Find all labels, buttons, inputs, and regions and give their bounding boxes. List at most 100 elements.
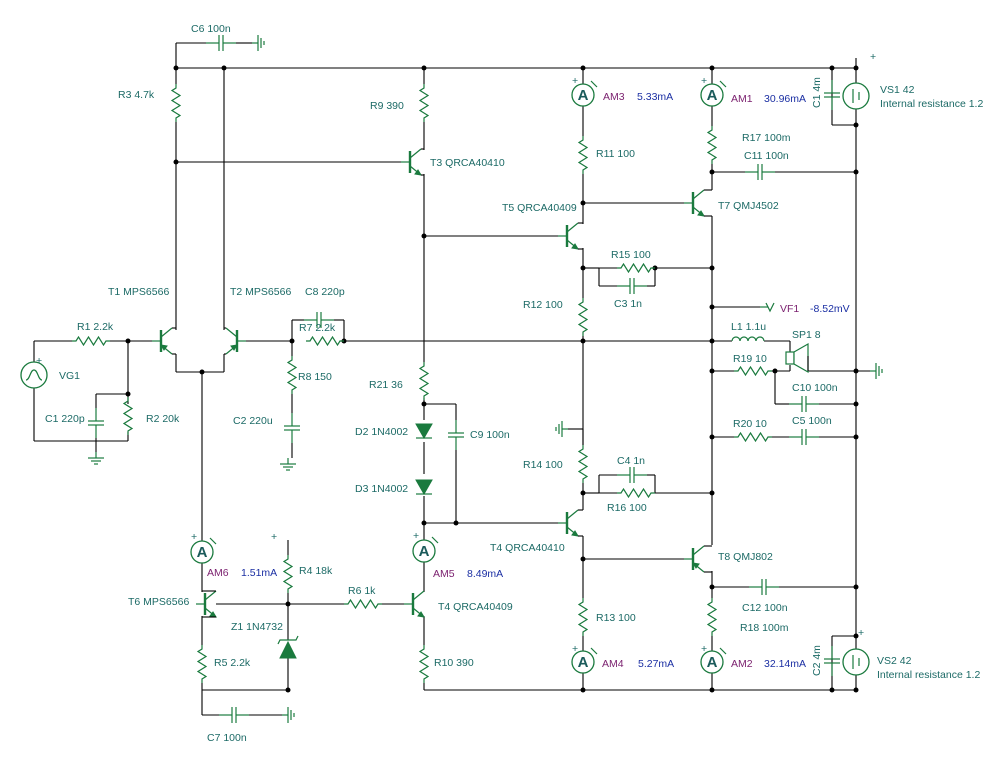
transistor-t2 (224, 326, 248, 356)
transistor-t4-qrca40410 (556, 508, 580, 538)
label-c12: C12 100n (742, 602, 788, 614)
label-r1: R1 2.2k (77, 321, 114, 333)
label-c6: C6 100n (191, 23, 231, 35)
capacitor-c10 (788, 395, 820, 413)
resistor-r16 (616, 488, 656, 498)
label-c1-220p: C1 220p (45, 413, 85, 425)
resistor-r8 (287, 355, 297, 395)
label-c2-4m: C2 4m (811, 645, 823, 676)
resistor-r21 (419, 361, 429, 401)
label-r8: R8 150 (298, 371, 332, 383)
capacitor-c6 (205, 34, 237, 52)
label-vs2: VS2 42 (877, 655, 912, 667)
ammeter-am3-glyph: A (578, 87, 589, 104)
transistor-t1 (150, 326, 174, 356)
label-t4-qrca40409: T4 QRCA40409 (438, 601, 513, 613)
label-t7: T7 QMJ4502 (718, 200, 779, 212)
voltmeter-vf1 (760, 302, 775, 313)
ammeter-am5-glyph: A (419, 543, 430, 560)
label-am5: AM5 (433, 568, 455, 580)
transistor-t5 (556, 221, 580, 251)
label-sp1: SP1 8 (792, 329, 821, 341)
resistor-r6 (343, 599, 383, 609)
resistor-r9 (419, 83, 429, 123)
label-d3: D3 1N4002 (355, 483, 408, 495)
label-vs2-resistance: Internal resistance 1.2 (877, 669, 980, 681)
transistor-t7 (682, 188, 706, 218)
transistor-t6 (194, 589, 218, 619)
label-r11: R11 100 (596, 148, 635, 160)
label-d2: D2 1N4002 (355, 426, 408, 438)
label-r13: R13 100 (596, 612, 636, 624)
label-r2: R2 20k (146, 413, 180, 425)
voltage-source-vs1 (842, 82, 870, 110)
capacitor-c1-220p (87, 407, 105, 439)
value-am2: 32.14mA (764, 658, 806, 670)
label-r3: R3 4.7k (118, 89, 155, 101)
inductor-l1 (731, 336, 765, 342)
polarity-mark: + (191, 531, 197, 543)
resistor-r14 (578, 444, 588, 484)
value-am5: 8.49mA (467, 568, 503, 580)
label-am6: AM6 (207, 567, 229, 579)
ammeter-am2-glyph: A (707, 654, 718, 671)
ground-c2 (279, 457, 297, 471)
capacitor-c12 (748, 578, 780, 596)
value-am3: 5.33mA (637, 91, 673, 103)
transistor-t4-qrca40409 (402, 589, 426, 619)
label-t5: T5 QRCA40409 (502, 202, 577, 214)
ammeter-am6-glyph: A (197, 544, 208, 561)
label-l1: L1 1.1u (731, 321, 766, 333)
label-c1-4m: C1 4m (811, 77, 823, 108)
label-vs1-resistance: Internal resistance 1.2 (880, 98, 983, 110)
label-r12: R12 100 (523, 299, 563, 311)
capacitor-c9 (447, 419, 465, 451)
zener-z1 (277, 635, 299, 659)
label-am3: AM3 (603, 91, 625, 103)
label-r5: R5 2.2k (214, 657, 251, 669)
label-r15: R15 100 (611, 249, 651, 261)
resistor-r13 (578, 597, 588, 637)
polarity-mark: + (870, 51, 876, 63)
value-am4: 5.27mA (638, 658, 674, 670)
label-r21: R21 36 (369, 379, 403, 391)
capacitor-c11 (744, 163, 776, 181)
resistor-r5 (197, 644, 207, 684)
resistor-r20 (733, 432, 773, 442)
capacitor-c2-220u (283, 412, 301, 444)
polarity-mark: + (858, 627, 864, 639)
resistor-r15 (616, 263, 656, 273)
label-t3: T3 QRCA40410 (430, 157, 505, 169)
polarity-mark: + (701, 75, 707, 87)
label-z1: Z1 1N4732 (231, 621, 283, 633)
label-c10: C10 100n (792, 382, 838, 394)
label-am1: AM1 (731, 93, 753, 105)
label-c11: C11 100n (744, 150, 789, 162)
resistor-r1 (71, 336, 111, 346)
resistor-r17 (707, 125, 717, 165)
junction-dots (125, 65, 859, 693)
label-r17: R17 100m (742, 132, 791, 144)
signal-generator-vg1 (20, 361, 48, 389)
label-r18: R18 100m (740, 622, 789, 634)
label-r9: R9 390 (370, 100, 404, 112)
speaker-sp1 (785, 342, 809, 374)
voltage-source-vs2 (842, 648, 870, 676)
ground-c6 (251, 34, 265, 52)
capacitor-c3 (616, 277, 648, 295)
capacitor-c4 (616, 466, 648, 484)
ground-r14 (555, 421, 568, 437)
label-vg1: VG1 (59, 370, 80, 382)
label-c2-220u: C2 220u (233, 415, 273, 427)
label-am2: AM2 (731, 658, 753, 670)
label-r4: R4 18k (299, 565, 333, 577)
ammeter-am1-glyph: A (707, 87, 718, 104)
label-t2: T2 MPS6566 (230, 286, 291, 298)
label-c5: C5 100n (792, 415, 832, 427)
label-r19: R19 10 (733, 353, 767, 365)
label-c8: C8 220p (305, 286, 345, 298)
label-r6: R6 1k (348, 585, 376, 597)
label-t6: T6 MPS6566 (128, 596, 189, 608)
polarity-mark: + (413, 530, 419, 542)
